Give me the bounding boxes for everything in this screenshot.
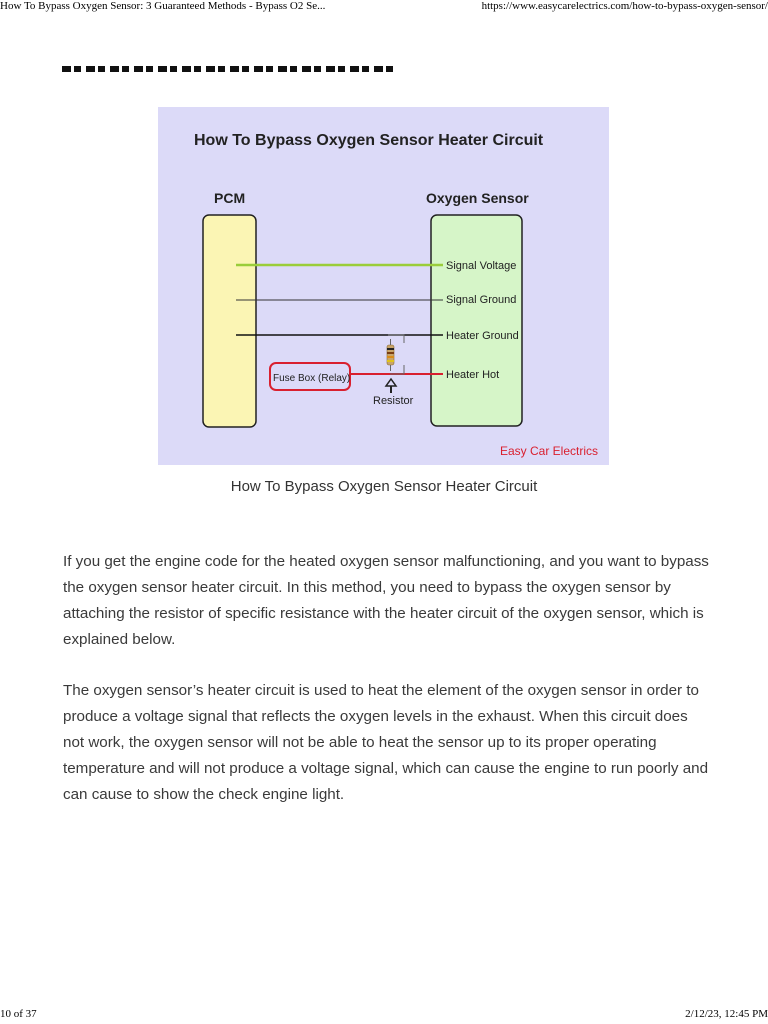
fuse-box-label: Fuse Box (Relay) xyxy=(273,373,350,384)
fuse-box xyxy=(269,362,351,391)
heater-circuit-diagram: How To Bypass Oxygen Sensor Heater Circu… xyxy=(158,107,609,465)
print-header-title: How To Bypass Oxygen Sensor: 3 Guarantee… xyxy=(0,0,326,12)
print-header: How To Bypass Oxygen Sensor: 3 Guarantee… xyxy=(0,0,768,16)
print-header-url: https://www.easycarelectrics.com/how-to-… xyxy=(481,0,768,12)
pcm-label: PCM xyxy=(214,190,245,206)
paragraph-1: If you get the engine code for the heate… xyxy=(63,553,709,648)
resistor-label: Resistor xyxy=(373,395,414,407)
print-footer-datetime: 2/12/23, 12:45 PM xyxy=(685,1008,768,1020)
diagram-svg: How To Bypass Oxygen Sensor Heater Circu… xyxy=(194,132,598,458)
paragraph-2: The oxygen sensor’s heater circuit is us… xyxy=(63,682,709,803)
wire-label-heater-ground: Heater Ground xyxy=(446,330,519,342)
print-footer: 10 of 37 2/12/23, 12:45 PM xyxy=(0,1008,768,1024)
resistor-lead-bottom xyxy=(390,365,405,375)
print-footer-page: 10 of 37 xyxy=(0,1008,37,1020)
cut-off-heading xyxy=(62,62,396,72)
pcm-block xyxy=(202,214,257,428)
resistor-lead-top xyxy=(388,334,405,343)
figure-caption: How To Bypass Oxygen Sensor Heater Circu… xyxy=(230,478,538,495)
wire-label-signal-ground: Signal Ground xyxy=(446,294,516,306)
arrow-up-icon xyxy=(384,377,398,393)
oxygen-sensor-block xyxy=(430,214,523,427)
wire-label-signal-voltage: Signal Voltage xyxy=(446,260,516,272)
wire-label-heater-hot: Heater Hot xyxy=(446,369,499,381)
cut-off-heading-text xyxy=(62,66,396,72)
brand-label: Easy Car Electrics xyxy=(500,444,598,458)
diagram-title: How To Bypass Oxygen Sensor Heater Circu… xyxy=(194,132,544,149)
resistor-icon xyxy=(386,339,395,371)
oxygen-sensor-label: Oxygen Sensor xyxy=(426,190,529,206)
